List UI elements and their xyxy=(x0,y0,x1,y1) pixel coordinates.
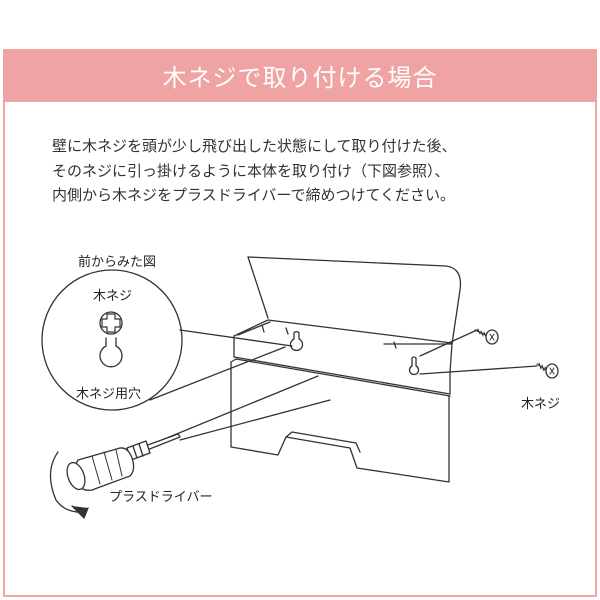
phillips-cross-icon xyxy=(101,313,121,333)
screw-guide-line xyxy=(419,365,538,375)
rotation-arrow xyxy=(49,451,87,513)
rim-ticks xyxy=(261,324,397,349)
screw-thread xyxy=(477,328,487,338)
instruction-line-1: 壁に木ネジを頭が少し飛び出した状態にして取り付けた後、 xyxy=(52,137,457,155)
collar-ridge xyxy=(138,443,144,457)
wood-screw-top xyxy=(474,328,499,345)
zoom-guide-line xyxy=(149,346,286,401)
section-title: 木ネジで取り付ける場合 xyxy=(162,64,438,92)
keyhole-icon xyxy=(99,337,123,368)
screwdriver-guide-line xyxy=(179,399,331,441)
instruction-line-3: 内側から木ネジをプラスドライバーで締めつけてください。 xyxy=(52,186,456,204)
mount-box xyxy=(230,256,462,483)
screw-label: 木ネジ xyxy=(93,289,133,304)
screw-hole-label: 木ネジ用穴 xyxy=(76,387,142,402)
back-top-rim xyxy=(233,319,453,344)
front-inner-edge xyxy=(235,358,451,397)
instruction-text: 壁に木ネジを頭が少し飛び出した状態にして取り付けた後、 そのネジに引っ掛けるよう… xyxy=(52,134,572,208)
wood-screw-right xyxy=(536,362,559,379)
screw-head-icon xyxy=(99,311,123,335)
back-panel-edge xyxy=(247,256,269,319)
box-cutout xyxy=(285,431,361,453)
screw-guide-line xyxy=(419,329,478,357)
screwdriver-guide-line xyxy=(161,375,319,441)
front-top-edge xyxy=(233,335,453,395)
phillips-cross-icon xyxy=(549,367,555,375)
front-view-detail xyxy=(41,269,183,411)
screwdriver-shaft xyxy=(144,433,181,451)
instruction-line-2: そのネジに引っ掛けるように本体を取り付け（下図参照）、 xyxy=(52,161,450,180)
handle-grip xyxy=(91,449,123,485)
back-panel-outline xyxy=(247,256,462,345)
keyhole-right-icon xyxy=(408,356,420,376)
screwdriver-label: プラスドライバー xyxy=(109,490,213,505)
phillips-cross-icon xyxy=(489,333,495,341)
keyhole-left-icon xyxy=(289,331,304,352)
collar-ridge xyxy=(132,445,138,459)
handle-end xyxy=(66,461,86,491)
zoom-guide-line xyxy=(179,329,293,347)
front-view-caption: 前からみた図 xyxy=(78,255,157,270)
section-title-banner: 木ネジで取り付ける場合 xyxy=(3,49,597,102)
zoom-circle xyxy=(41,269,183,411)
screwdriver-icon xyxy=(49,375,331,519)
box-front xyxy=(230,361,450,483)
rotation-arrowhead xyxy=(71,505,89,519)
right-screw-label: 木ネジ xyxy=(521,397,561,412)
rim-detail xyxy=(237,321,271,336)
box-corner xyxy=(230,358,237,363)
